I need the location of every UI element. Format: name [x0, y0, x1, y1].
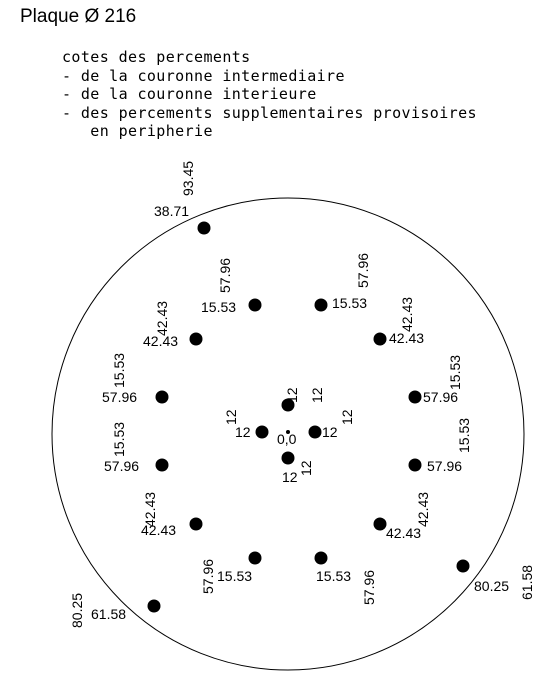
- hole: [456, 559, 470, 573]
- hole-group-periph-top: 93.45 38.71: [154, 161, 211, 235]
- plate-outline: [51, 197, 525, 671]
- hole-group-mid-lower-right-2: 42.43 42.43: [373, 492, 431, 541]
- hole-group-periph-bottom-right: 80.25 61.58: [456, 559, 535, 600]
- drawing-title: Plaque Ø 216: [20, 6, 137, 27]
- note-line: - de la couronne intermediaire: [62, 66, 345, 85]
- hole: [408, 458, 422, 472]
- hole-label: 12: [298, 460, 314, 476]
- hole: [314, 298, 328, 312]
- hole-group-inner-left: 12 12: [223, 409, 269, 440]
- hole-group-inner-bottom: 12 12: [281, 451, 314, 485]
- hole: [147, 599, 161, 613]
- hole-label: 12: [284, 387, 300, 403]
- hole-label: 12: [339, 409, 355, 425]
- hole-label: 61.58: [519, 565, 535, 600]
- hole-label: 57.96: [355, 253, 371, 288]
- note-line: - de la couronne interieure: [62, 85, 317, 103]
- hole-label: 15.53: [456, 418, 472, 453]
- hole-group-mid-right-upper: 15.53 57.96: [408, 355, 463, 405]
- hole-label: 80.25: [474, 578, 509, 594]
- hole: [314, 551, 328, 565]
- hole: [155, 458, 169, 472]
- hole-group-mid-left-upper: 15.53 57.96: [102, 353, 169, 405]
- hole-group-mid-lower-right: 15.53 57.96: [314, 551, 377, 605]
- hole-label: 57.96: [104, 458, 139, 474]
- center-label: 0,0: [277, 431, 297, 447]
- hole-label: 12: [322, 424, 338, 440]
- hole-label: 12: [235, 424, 251, 440]
- hole-label: 42.43: [399, 297, 415, 332]
- hole-label: 57.96: [200, 559, 216, 594]
- hole: [189, 517, 203, 531]
- hole-label: 15.53: [332, 295, 367, 311]
- hole-label: 42.43: [415, 492, 431, 527]
- hole-label: 15.53: [316, 568, 351, 584]
- hole-group-mid-lower-left: 57.96 15.53: [200, 551, 262, 594]
- hole-label: 57.96: [423, 389, 458, 405]
- note-line: - des percements supplementaires proviso…: [62, 103, 477, 122]
- hole-group-mid-lower-left-2: 42.43 42.43: [141, 492, 203, 538]
- hole-group-inner-top: 12 12: [281, 387, 325, 412]
- hole-label: 42.43: [142, 492, 158, 527]
- hole-label: 93.45: [180, 161, 196, 196]
- hole: [248, 551, 262, 565]
- hole-group-mid-right-lower: 15.53 57.96: [408, 418, 472, 474]
- hole-label: 15.53: [447, 355, 463, 390]
- hole: [308, 425, 322, 439]
- hole-group-mid-upper-right: 57.96 15.53: [314, 253, 371, 312]
- hole-label: 57.96: [217, 258, 233, 293]
- hole-label: 15.53: [111, 353, 127, 388]
- hole-group-periph-bottom-left: 80.25 61.58: [69, 593, 161, 628]
- hole-label: 57.96: [361, 570, 377, 605]
- hole: [408, 390, 422, 404]
- hole: [197, 221, 211, 235]
- hole-label: 61.58: [91, 606, 126, 622]
- hole-label: 42.43: [389, 330, 424, 346]
- hole: [281, 451, 295, 465]
- hole-group-mid-upper-right-2: 42.43 42.43: [373, 297, 424, 346]
- hole-label: 42.43: [141, 522, 176, 538]
- hole-label: 15.53: [201, 299, 236, 315]
- hole: [155, 390, 169, 404]
- hole-label: 12: [223, 409, 239, 425]
- hole: [373, 517, 387, 531]
- center-mark: [286, 430, 290, 434]
- hole: [373, 332, 387, 346]
- hole-label: 57.96: [102, 389, 137, 405]
- hole-label: 57.96: [427, 458, 462, 474]
- hole-label: 80.25: [69, 593, 85, 628]
- hole: [189, 332, 203, 346]
- note-line: cotes des percements: [62, 48, 251, 66]
- hole-label: 12: [309, 387, 325, 403]
- hole-label: 15.53: [111, 422, 127, 457]
- notes-block: cotes des percements - de la couronne in…: [62, 48, 477, 141]
- hole-group-mid-upper-left-2: 42.43 42.43: [143, 301, 203, 349]
- hole-label: 12: [282, 469, 298, 485]
- hole-label: 42.43: [154, 301, 170, 336]
- hole: [255, 425, 269, 439]
- hole-group-mid-upper-left: 57.96 15.53: [201, 258, 262, 315]
- hole-group-mid-left-lower: 15.53 57.96: [104, 422, 169, 474]
- hole-label: 42.43: [386, 525, 421, 541]
- hole-label: 42.43: [143, 333, 178, 349]
- hole-group-inner-right: 12 12: [308, 409, 355, 440]
- note-line: en peripherie: [62, 122, 213, 140]
- hole-label: 38.71: [154, 203, 189, 219]
- hole-label: 15.53: [217, 568, 252, 584]
- hole: [281, 398, 295, 412]
- hole: [248, 298, 262, 312]
